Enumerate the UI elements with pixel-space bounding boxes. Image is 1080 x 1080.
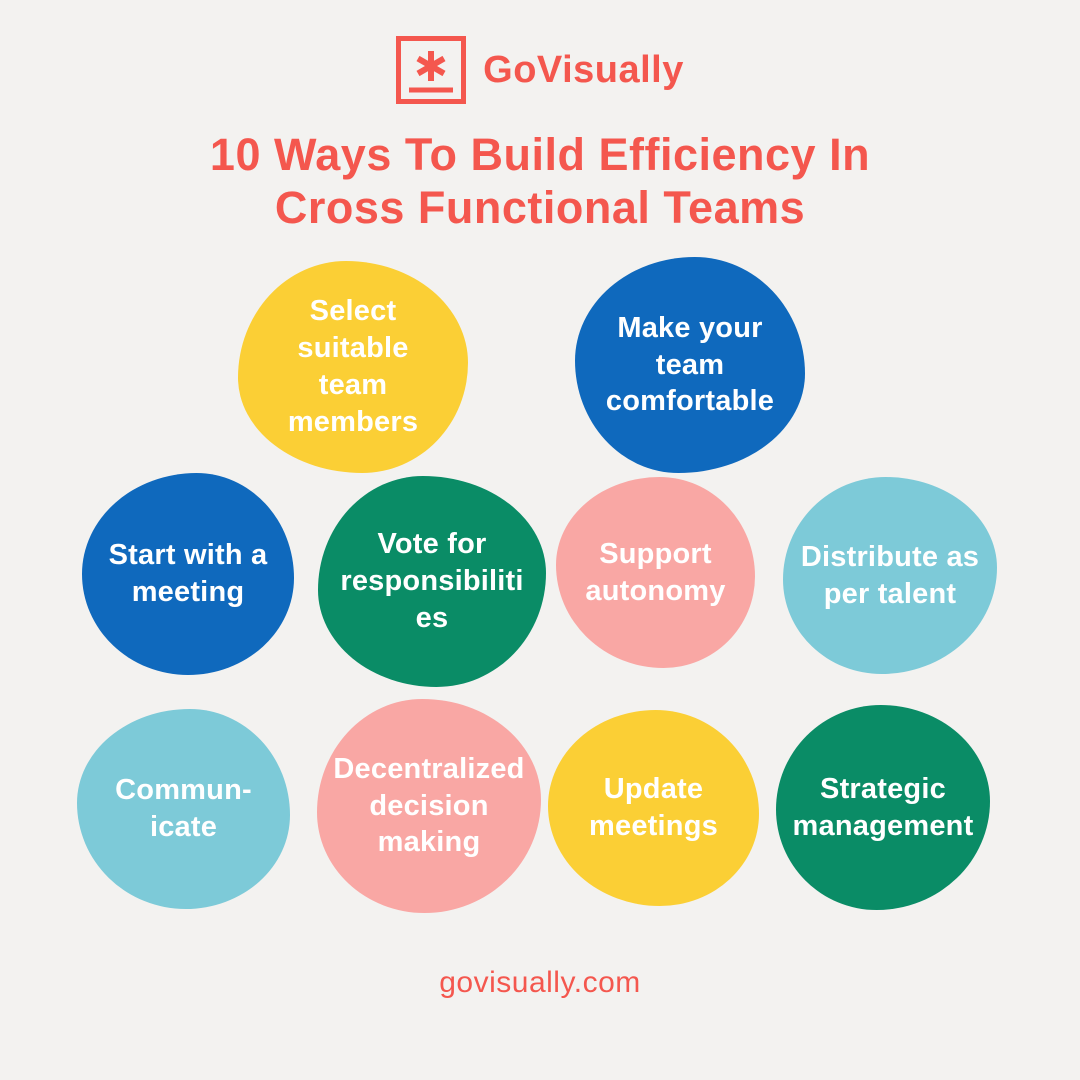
page-title: 10 Ways To Build Efficiency In Cross Fun… xyxy=(209,129,871,234)
website-url: govisually.com xyxy=(439,966,641,999)
bubble-support-autonomy: Support autonomy xyxy=(556,477,755,668)
govisually-logo: GoVisually xyxy=(0,36,1080,104)
bubble-label: Strategic management xyxy=(792,772,974,842)
bubble-label: Make your team comfortable xyxy=(605,311,775,418)
bubble-update-meetings: Update meetings xyxy=(548,710,759,906)
bubble-select-suitable-team-members: Select suitable team members xyxy=(238,261,468,473)
footer: govisually.com xyxy=(0,966,1080,1000)
bubble-make-your-team-comfortable: Make your team comfortable xyxy=(575,257,805,473)
bubble-strategic-management: Strategic management xyxy=(776,705,990,910)
bubble-decentralized-decision-making: Decentralized decision making xyxy=(317,699,541,913)
bubble-label: Distribute as per talent xyxy=(800,540,980,610)
bubble-label: Commun- icate xyxy=(115,774,252,843)
brand-name: GoVisually xyxy=(483,48,684,91)
bubble-label: Select suitable team members xyxy=(287,295,419,438)
bubble-distribute-as-per-talent: Distribute as per talent xyxy=(783,477,997,674)
bubble-label: Vote for responsibiliti es xyxy=(340,528,524,634)
bubble-label: Support autonomy xyxy=(585,537,726,607)
bubble-label: Update meetings xyxy=(589,773,718,842)
bubble-start-with-a-meeting: Start with a meeting xyxy=(82,473,294,675)
asterisk-logo-icon xyxy=(396,36,467,104)
bubble-communicate: Commun- icate xyxy=(77,709,290,909)
bubble-vote-for-responsibilities: Vote for responsibiliti es xyxy=(318,476,546,687)
bubble-label: Decentralized decision making xyxy=(333,752,525,859)
bubble-label: Start with a meeting xyxy=(108,539,268,608)
